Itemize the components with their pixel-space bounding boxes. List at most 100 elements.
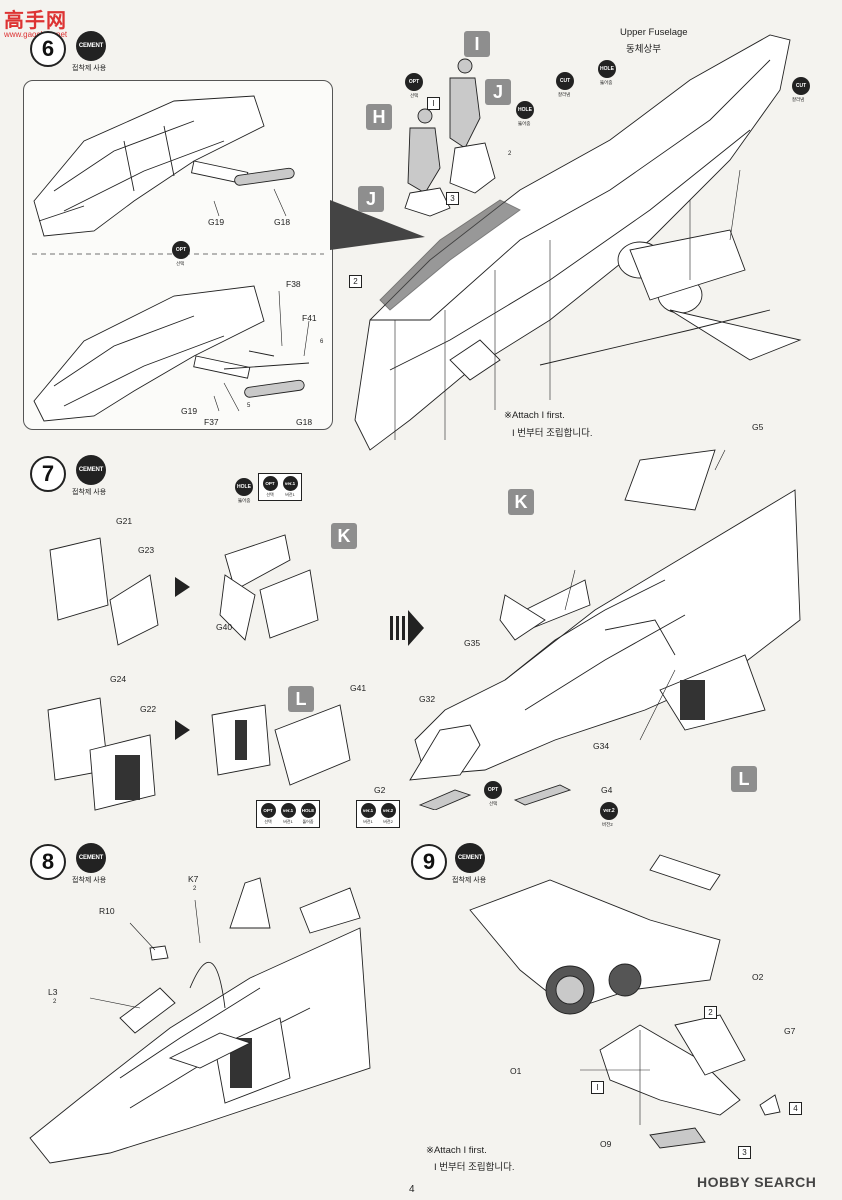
- inset-drawing: [32, 95, 324, 422]
- watermark-text: 高手网: [4, 10, 67, 32]
- hole-badge: HOLE: [300, 803, 316, 818]
- upper-fuselage-drawing: [354, 34, 802, 451]
- part-label: O2: [752, 972, 764, 982]
- opt-badge: OPT: [484, 781, 502, 799]
- badge-label: 선택: [266, 492, 274, 497]
- part-label: G34: [593, 741, 610, 751]
- opt-badge: OPT: [405, 73, 423, 91]
- cement-icon: CEMENT: [455, 843, 485, 873]
- sequence-3: 3: [446, 192, 459, 205]
- part-label: G19: [208, 217, 225, 227]
- sequence-I: I: [427, 97, 440, 110]
- part-label: G24: [110, 674, 127, 684]
- part-label: K7: [188, 874, 199, 884]
- count-triangle: 2: [53, 999, 57, 1005]
- badge-label: 잘라냄: [558, 92, 571, 97]
- hole-badge: HOLE: [598, 60, 616, 78]
- opt-badge: OPT: [262, 476, 278, 491]
- part-label: G18: [274, 217, 291, 227]
- step-6-detail-inset: G19 G18 OPT 선택 F38 F41 G19 F37 G18 5 6: [23, 80, 333, 430]
- step-7-parts-drawing: [47, 534, 351, 811]
- ver1-badge: ver.1: [282, 476, 298, 491]
- step-8-number: 8: [30, 844, 66, 880]
- figure-label-J: J: [358, 186, 384, 212]
- sequence-4: 4: [789, 1102, 802, 1115]
- cement-icon: CEMENT: [76, 31, 106, 61]
- ver1-badge: ver.1: [280, 803, 296, 818]
- badge-label: 잘라냄: [792, 97, 805, 102]
- sequence-I: I: [591, 1081, 604, 1094]
- badge-label: 버전1: [283, 819, 293, 824]
- part-label: G4: [601, 785, 613, 795]
- count-triangle: 5: [247, 403, 251, 409]
- badge-label: 뚫어줌: [302, 819, 314, 824]
- badge-label: 뚫어줌: [518, 121, 531, 126]
- step-7-number: 7: [30, 456, 66, 492]
- sub-assembly-K: K: [508, 489, 534, 515]
- attach-note-ko: I 번부터 조립합니다.: [512, 428, 593, 439]
- part-label: G5: [752, 422, 764, 432]
- part-label: R10: [99, 906, 115, 916]
- badge-label: 뚫어줌: [600, 80, 613, 85]
- sequence-2: 2: [349, 275, 362, 288]
- opt-badge: OPT: [260, 803, 276, 818]
- sub-assembly-K: K: [331, 523, 357, 549]
- sub-assembly-L: L: [288, 686, 314, 712]
- badge-label: 버전1: [363, 819, 373, 824]
- opt-badge: OPT: [172, 241, 190, 259]
- assembly-arrow-icon: [390, 610, 424, 646]
- part-label: G23: [138, 545, 155, 555]
- cement-label: 접착제 사용: [72, 65, 107, 72]
- badge-label: 선택: [489, 801, 498, 806]
- hole-badge: HOLE: [516, 101, 534, 119]
- figure-label-J: J: [485, 79, 511, 105]
- count-triangle: 2: [508, 151, 512, 157]
- step-8-drawing: [29, 877, 371, 1164]
- part-label: G21: [116, 516, 133, 526]
- hole-badge: HOLE: [235, 478, 253, 496]
- part-label: G40: [216, 622, 233, 632]
- count-triangle: 6: [320, 339, 324, 345]
- page-number: 4: [409, 1184, 415, 1195]
- part-label: O9: [600, 1139, 612, 1149]
- sequence-3: 3: [738, 1146, 751, 1159]
- attach-note: ※Attach I first.: [504, 410, 565, 421]
- cut-badge: CUT: [792, 77, 810, 95]
- part-label: F37: [204, 417, 219, 427]
- step-9-number: 9: [411, 844, 447, 880]
- badge-label: 버전2: [602, 822, 613, 827]
- part-label: G19: [181, 406, 198, 416]
- ver2-badge: ver.2: [600, 802, 618, 820]
- step-7-option-parts: [409, 724, 572, 810]
- step-9-drawing: [469, 854, 781, 1149]
- sub-assembly-L: L: [731, 766, 757, 792]
- figure-label-I: I: [464, 31, 490, 57]
- inset-pointer: [330, 200, 425, 250]
- part-label: F38: [286, 279, 301, 289]
- part-label: L3: [48, 987, 58, 997]
- part-label: G18: [296, 417, 313, 427]
- cement-label: 접착제 사용: [72, 489, 107, 496]
- attach-note-ko: I 번부터 조립합니다.: [434, 1162, 515, 1173]
- count-triangle: 2: [193, 886, 197, 892]
- figure-label-H: H: [366, 104, 392, 130]
- sequence-2: 2: [704, 1006, 717, 1019]
- ver1-badge: ver.1: [360, 803, 376, 818]
- hobby-search-watermark: HOBBY SEARCH: [697, 1174, 817, 1190]
- pilot-figures-drawing: [404, 58, 496, 217]
- cement-icon: CEMENT: [76, 843, 106, 873]
- title-upper-fuselage-ko: 동체상부: [626, 44, 661, 55]
- step-7-main-drawing: [414, 449, 801, 776]
- part-label: G35: [464, 638, 481, 648]
- part-label: F41: [302, 313, 317, 323]
- cement-label: 접착제 사용: [72, 877, 107, 884]
- part-label: G22: [140, 704, 157, 714]
- attach-note: ※Attach I first.: [426, 1145, 487, 1156]
- part-label: G7: [784, 1026, 796, 1036]
- badge-label: 선택: [410, 93, 419, 98]
- badge-label: 버전2: [383, 819, 393, 824]
- step-6-number: 6: [30, 31, 66, 67]
